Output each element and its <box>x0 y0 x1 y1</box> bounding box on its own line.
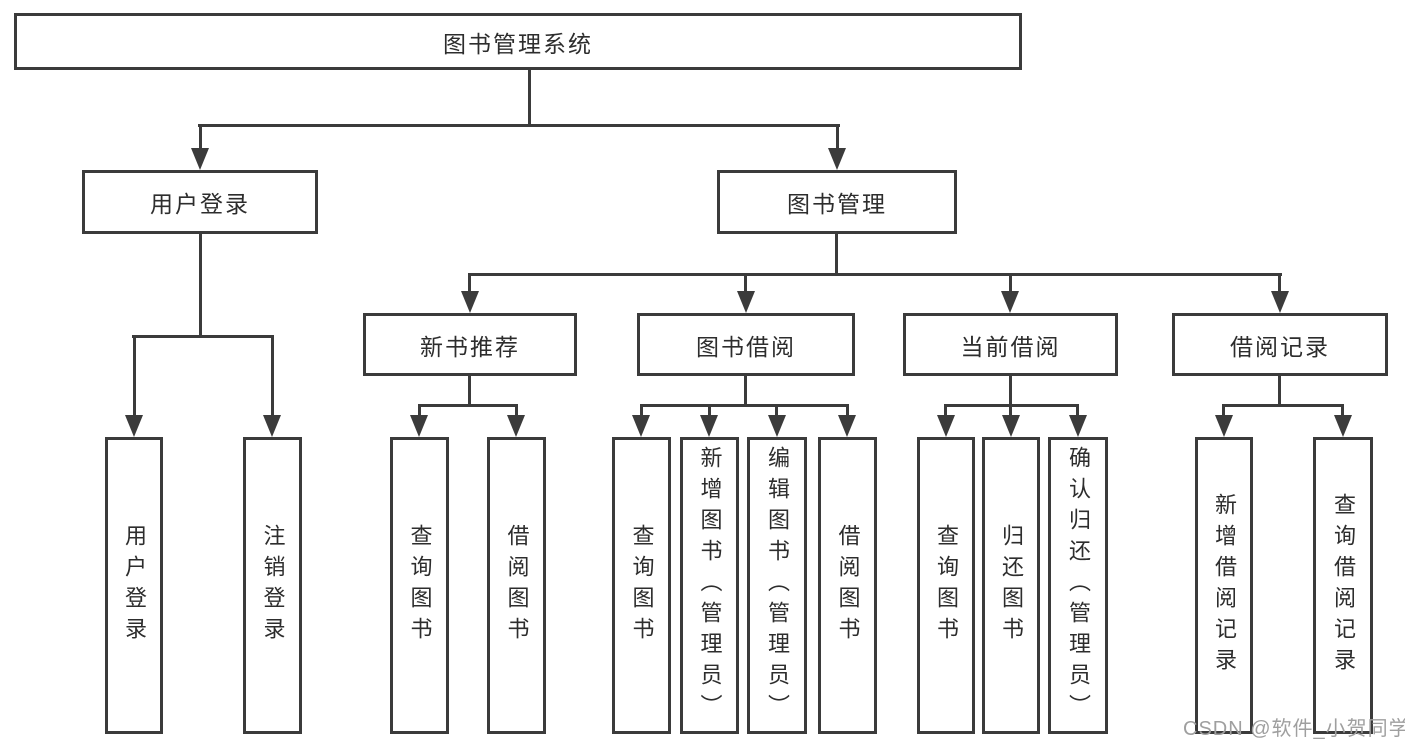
leaf-return-book: 归还图书 <box>982 437 1040 734</box>
node-current-borrowing: 当前借阅 <box>903 313 1118 376</box>
arrowhead-current-borrowing-icon <box>1001 291 1019 313</box>
arrowhead-borrowing-records-icon <box>1271 291 1289 313</box>
leaf-query-books-current-label: 查询图书 <box>934 523 959 648</box>
node-new-book-recommendation-label: 新书推荐 <box>420 333 520 360</box>
connector-drop-add-borrow-record <box>1222 404 1225 418</box>
connector-drop-leaf-logout <box>271 335 274 417</box>
leaf-query-books-recommend: 查询图书 <box>390 437 449 734</box>
connector-current-borrowing-stem <box>1009 375 1012 406</box>
leaf-confirm-return-admin-label: 确认归还（管理员） <box>1066 446 1091 725</box>
connector-book-management-stem <box>835 234 838 276</box>
connector-drop-query-books-current <box>944 404 947 418</box>
node-book-management: 图书管理 <box>717 170 957 234</box>
leaf-query-books-borrowing-label: 查询图书 <box>629 523 655 648</box>
leaf-add-book-admin: 新增图书（管理员） <box>680 437 739 734</box>
arrowhead-borrow-books-borrowing-icon <box>838 415 856 437</box>
arrowhead-query-borrow-record-icon <box>1334 415 1352 437</box>
connector-new-book-splitter <box>418 404 518 407</box>
leaf-edit-book-admin: 编辑图书（管理员） <box>747 437 807 734</box>
leaf-add-borrow-record-label: 新增借阅记录 <box>1212 492 1237 679</box>
leaf-logout: 注销登录 <box>243 437 302 734</box>
arrowhead-add-book-icon <box>700 415 718 437</box>
connector-drop-leaf-user-login <box>133 335 136 417</box>
node-new-book-recommendation: 新书推荐 <box>363 313 577 376</box>
connector-drop-query-books-borrowing <box>640 404 643 418</box>
connector-drop-edit-book <box>775 404 778 418</box>
connector-new-book-stem <box>468 375 471 406</box>
leaf-confirm-return-admin: 确认归还（管理员） <box>1048 437 1108 734</box>
connector-drop-borrow-books-recommend <box>515 404 518 418</box>
arrowhead-leaf-user-login-icon <box>125 415 143 437</box>
connector-drop-user-login <box>199 124 202 150</box>
node-borrowing-records-label: 借阅记录 <box>1230 333 1330 360</box>
arrowhead-new-book-icon <box>461 291 479 313</box>
leaf-query-borrow-record: 查询借阅记录 <box>1313 437 1373 734</box>
arrowhead-leaf-logout-icon <box>263 415 281 437</box>
leaf-return-book-label: 归还图书 <box>999 523 1024 648</box>
connector-drop-query-borrow-record <box>1341 404 1344 418</box>
csdn-watermark: CSDN @软件_小贺同学 <box>1183 718 1405 740</box>
connector-book-borrowing-stem <box>744 375 747 406</box>
leaf-user-login: 用户登录 <box>105 437 163 734</box>
connector-drop-borrowing-records <box>1278 273 1281 293</box>
leaf-borrow-books-borrowing: 借阅图书 <box>818 437 877 734</box>
connector-drop-query-books-recommend <box>418 404 421 418</box>
leaf-edit-book-admin-label: 编辑图书（管理员） <box>765 446 790 725</box>
connector-book-management-splitter <box>469 273 1282 276</box>
connector-user-login-stem <box>199 234 202 338</box>
arrowhead-confirm-return-icon <box>1069 415 1087 437</box>
connector-drop-add-book <box>708 404 711 418</box>
node-borrowing-records: 借阅记录 <box>1172 313 1388 376</box>
connector-drop-book-borrowing <box>744 273 747 293</box>
arrowhead-book-management-icon <box>828 148 846 170</box>
connector-user-login-splitter <box>132 335 274 338</box>
leaf-query-borrow-record-label: 查询借阅记录 <box>1331 492 1356 679</box>
arrowhead-borrow-books-recommend-icon <box>507 415 525 437</box>
arrowhead-query-books-recommend-icon <box>410 415 428 437</box>
leaf-add-book-admin-label: 新增图书（管理员） <box>697 446 723 725</box>
connector-root-splitter <box>198 124 840 127</box>
arrowhead-book-borrowing-icon <box>737 291 755 313</box>
arrowhead-add-borrow-record-icon <box>1215 415 1233 437</box>
connector-drop-book-management <box>836 124 839 150</box>
connector-book-borrowing-splitter <box>640 404 849 407</box>
node-book-management-label: 图书管理 <box>787 191 887 217</box>
node-book-management-system: 图书管理系统 <box>14 13 1022 70</box>
leaf-borrow-books-recommend-label: 借阅图书 <box>504 523 530 648</box>
leaf-borrow-books-recommend: 借阅图书 <box>487 437 546 734</box>
leaf-logout-label: 注销登录 <box>260 523 286 648</box>
connector-drop-return-book <box>1009 404 1012 418</box>
node-book-management-system-label: 图书管理系统 <box>443 30 593 57</box>
leaf-user-login-label: 用户登录 <box>122 523 147 648</box>
arrowhead-user-login-icon <box>191 148 209 170</box>
node-book-borrowing-label: 图书借阅 <box>696 333 796 360</box>
connector-drop-borrow-books-borrowing <box>846 404 849 418</box>
node-user-login-label: 用户登录 <box>150 191 250 217</box>
arrowhead-query-books-borrowing-icon <box>632 415 650 437</box>
connector-drop-confirm-return <box>1076 404 1079 418</box>
arrowhead-edit-book-icon <box>768 415 786 437</box>
connector-borrowing-records-splitter <box>1222 404 1344 407</box>
leaf-add-borrow-record: 新增借阅记录 <box>1195 437 1253 734</box>
connector-root-stem <box>528 70 531 127</box>
connector-borrowing-records-stem <box>1278 375 1281 406</box>
connector-drop-current-borrowing <box>1009 273 1012 293</box>
node-user-login: 用户登录 <box>82 170 318 234</box>
leaf-query-books-current: 查询图书 <box>917 437 975 734</box>
node-book-borrowing: 图书借阅 <box>637 313 855 376</box>
arrowhead-return-book-icon <box>1002 415 1020 437</box>
connector-drop-new-book <box>468 273 471 293</box>
node-current-borrowing-label: 当前借阅 <box>960 333 1061 360</box>
leaf-query-books-recommend-label: 查询图书 <box>407 523 433 648</box>
leaf-borrow-books-borrowing-label: 借阅图书 <box>835 523 861 648</box>
leaf-query-books-borrowing: 查询图书 <box>612 437 671 734</box>
arrowhead-query-books-current-icon <box>937 415 955 437</box>
